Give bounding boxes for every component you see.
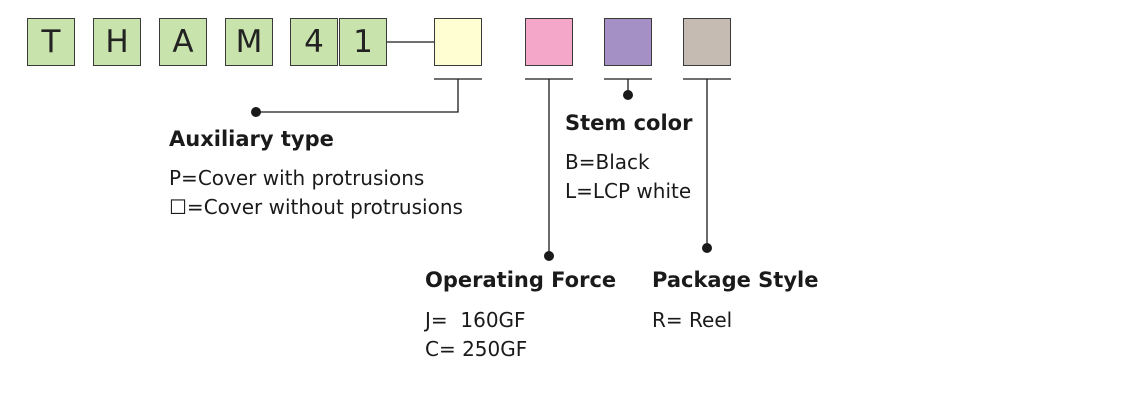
force-dot bbox=[544, 251, 554, 261]
code-char-5: 4 bbox=[290, 18, 338, 66]
auxiliary-type-option-1: P=Cover with protrusions bbox=[169, 166, 425, 190]
package-style-box bbox=[683, 18, 731, 66]
code-char-1: T bbox=[27, 18, 75, 66]
code-char-2: H bbox=[93, 18, 141, 66]
stem-color-title: Stem color bbox=[565, 111, 693, 135]
stem-color-option-2: L=LCP white bbox=[565, 179, 692, 203]
package-dot bbox=[702, 243, 712, 253]
code-char-6: 1 bbox=[339, 18, 387, 66]
code-char-3: A bbox=[159, 18, 207, 66]
stem-color-box bbox=[604, 18, 652, 66]
stem-dot bbox=[623, 90, 633, 100]
operating-force-box bbox=[525, 18, 573, 66]
operating-force-title: Operating Force bbox=[425, 268, 617, 292]
package-style-title: Package Style bbox=[652, 268, 819, 292]
operating-force-option-1: J= 160GF bbox=[425, 308, 526, 332]
auxiliary-type-box bbox=[434, 18, 482, 66]
auxiliary-type-title: Auxiliary type bbox=[169, 127, 334, 151]
auxiliary-dot bbox=[251, 107, 261, 117]
package-style-option-1: R= Reel bbox=[652, 308, 733, 332]
auxiliary-leader bbox=[256, 79, 459, 113]
stem-color-option-1: B=Black bbox=[565, 150, 650, 174]
auxiliary-type-option-2: ☐=Cover without protrusions bbox=[169, 195, 463, 219]
operating-force-option-2: C= 250GF bbox=[425, 337, 528, 361]
code-char-4: M bbox=[225, 18, 273, 66]
